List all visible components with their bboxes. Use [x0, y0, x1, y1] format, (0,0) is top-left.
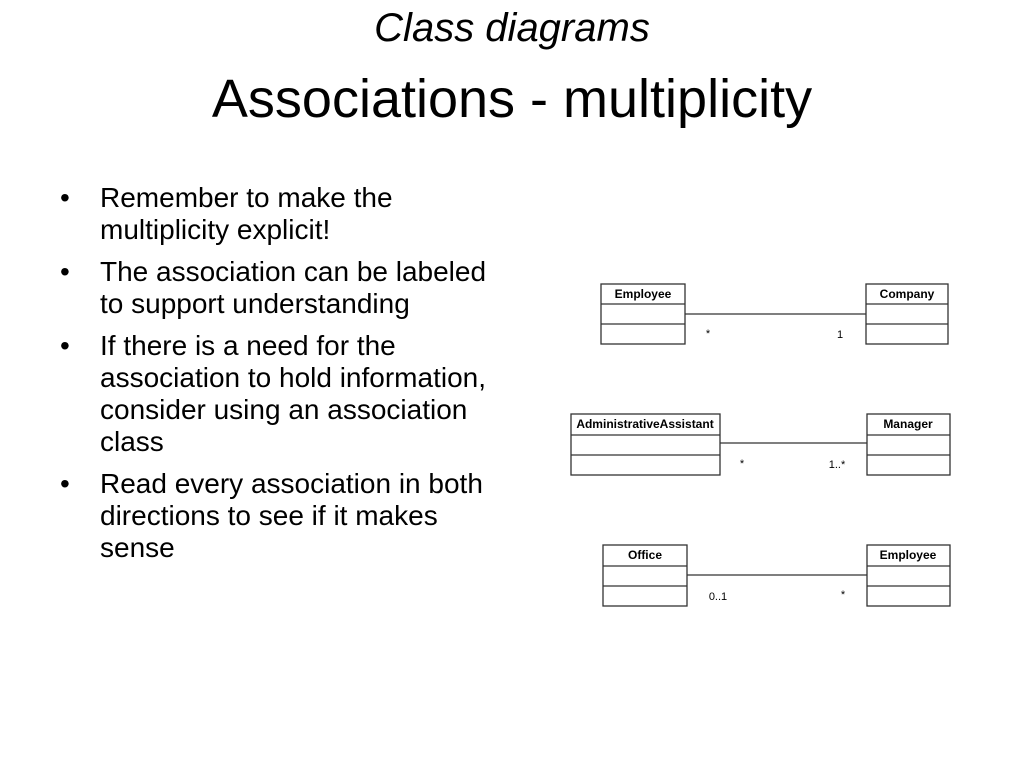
class-name: Company: [880, 287, 935, 301]
bullet-dot: •: [60, 256, 70, 287]
slide-subtitle: Class diagrams: [374, 6, 650, 50]
association-diagram-assistant-manager: AdministrativeAssistant Manager * 1..*: [570, 413, 951, 476]
multiplicity-label: *: [841, 589, 846, 601]
class-box-company: Company: [865, 283, 949, 345]
bullet-text: The association can be labeled to suppor…: [100, 256, 487, 319]
class-box-administrative-assistant: AdministrativeAssistant: [570, 413, 721, 476]
bullet-dot: •: [60, 182, 70, 213]
association-diagram-employee-company: Employee Company * 1: [600, 283, 949, 345]
bullet-dot: •: [60, 468, 70, 499]
class-name: Employee: [615, 287, 672, 301]
bullet-item: • The association can be labeled to supp…: [60, 256, 510, 320]
class-name: Employee: [880, 548, 937, 562]
class-box-manager: Manager: [866, 413, 951, 476]
bullet-text: If there is a need for the association t…: [100, 330, 486, 457]
multiplicity-label: 0..1: [709, 591, 727, 603]
bullet-item: • Read every association in both directi…: [60, 468, 510, 564]
bullet-list: • Remember to make the multiplicity expl…: [60, 182, 510, 574]
class-box-office: Office: [602, 544, 688, 607]
bullet-item: • If there is a need for the association…: [60, 330, 510, 458]
slide-title: Associations - multiplicity: [211, 69, 813, 129]
multiplicity-label: *: [740, 458, 745, 470]
class-name: Office: [628, 548, 662, 562]
bullet-text: Remember to make the multiplicity explic…: [100, 182, 393, 245]
class-box-employee: Employee: [866, 544, 951, 607]
multiplicity-label: 1: [837, 329, 843, 341]
bullet-dot: •: [60, 330, 70, 361]
bullet-item: • Remember to make the multiplicity expl…: [60, 182, 510, 246]
class-name: Manager: [883, 417, 933, 431]
multiplicity-label: 1..*: [829, 459, 846, 471]
association-diagram-office-employee: Office Employee 0..1 *: [602, 544, 951, 607]
class-box-employee: Employee: [600, 283, 686, 345]
bullet-text: Read every association in both direction…: [100, 468, 483, 563]
class-name: AdministrativeAssistant: [576, 417, 713, 431]
multiplicity-label: *: [706, 328, 711, 340]
